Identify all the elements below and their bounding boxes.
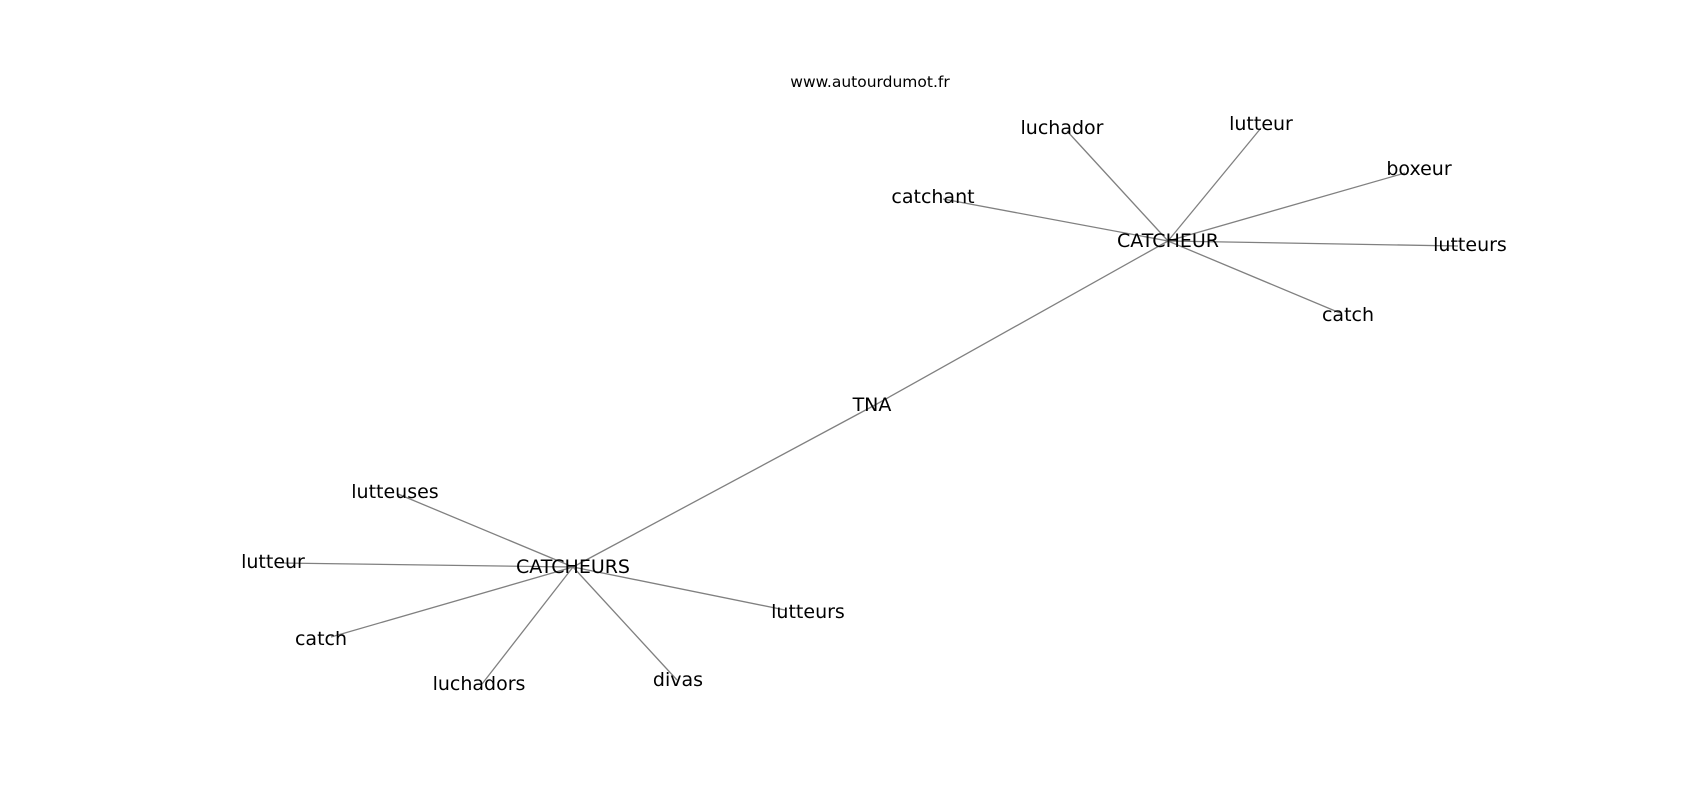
node-catcheur-lutteurs[interactable]: lutteurs (1433, 234, 1507, 256)
node-catcheurs-luchadors[interactable]: luchadors (433, 673, 526, 695)
watermark: www.autourdumot.fr (790, 73, 950, 91)
graph-nodes: www.autourdumot.fr TNA CATCHEUR luchador… (241, 73, 1507, 695)
edge-catcheur-catcheur_catch (1167, 240, 1341, 314)
edge-catcheur-catcheur_lutteur (1167, 127, 1262, 242)
node-catcheurs-lutteuses[interactable]: lutteuses (351, 481, 438, 503)
node-catcheur-catch[interactable]: catch (1322, 304, 1374, 326)
node-tna[interactable]: TNA (852, 394, 892, 416)
node-catcheurs-lutteurs[interactable]: lutteurs (771, 601, 845, 623)
edge-catcheur-catcheur_boxeur (1167, 172, 1406, 242)
edge-catcheurs-catcheurs_lutteuses (397, 493, 574, 568)
edge-catcheur-catcheur_catchant (942, 198, 1169, 242)
edge-tna-catcheurs (572, 404, 876, 568)
edge-catcheur-catcheur_lutteurs (1167, 240, 1459, 247)
node-catcheurs[interactable]: CATCHEURS (516, 556, 630, 578)
node-catcheurs-lutteur[interactable]: lutteur (241, 551, 305, 573)
edge-catcheur-catcheur_luchador (1066, 130, 1169, 242)
node-catcheur-lutteur[interactable]: lutteur (1229, 113, 1293, 135)
node-catcheur-catchant[interactable]: catchant (891, 186, 974, 208)
node-catcheurs-divas[interactable]: divas (653, 669, 703, 691)
edge-catcheurs-catcheurs_luchadors (481, 566, 574, 685)
edge-catcheurs-catcheurs_lutteur (279, 562, 574, 568)
node-catcheur[interactable]: CATCHEUR (1117, 230, 1219, 252)
edge-catcheurs-catcheurs_catch (330, 566, 574, 638)
edge-catcheurs-catcheurs_divas (572, 566, 678, 681)
graph-edges (279, 127, 1459, 685)
node-catcheur-boxeur[interactable]: boxeur (1386, 158, 1451, 180)
node-catcheur-luchador[interactable]: luchador (1021, 117, 1104, 139)
node-catcheurs-catch[interactable]: catch (295, 628, 347, 650)
edge-tna-catcheur (874, 240, 1169, 406)
edge-catcheurs-catcheurs_lutteurs (572, 566, 786, 611)
